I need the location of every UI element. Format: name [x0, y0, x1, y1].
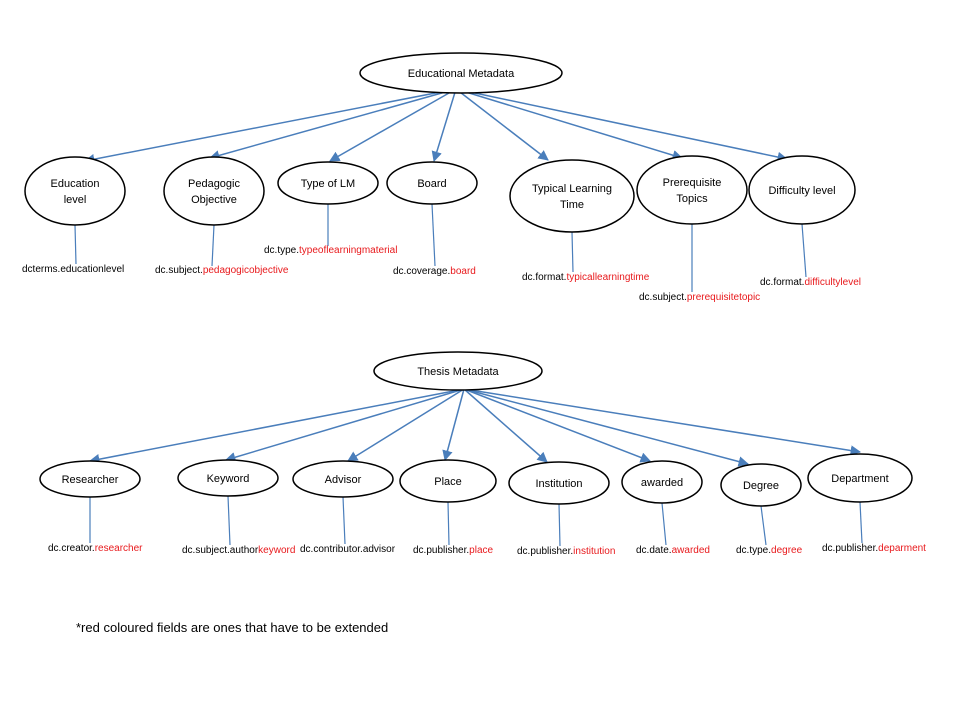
edge-type-of-lm	[329, 88, 457, 162]
connector-difficulty-level	[801, 223, 807, 278]
edge-awarded	[463, 388, 651, 463]
field-board: dc.coverage.board	[393, 266, 476, 277]
node-label-awarded: awarded	[641, 477, 683, 489]
edge-board	[431, 88, 457, 163]
educational-root-node	[359, 52, 563, 94]
node-department	[807, 453, 913, 503]
field-place: dc.publisher.place	[413, 545, 494, 556]
field-degree: dc.type.degree	[736, 545, 803, 556]
node-label-place: Place	[434, 476, 462, 488]
connector-institution	[558, 503, 561, 547]
node-label-researcher: Researcher	[62, 474, 119, 486]
node-researcher	[39, 460, 141, 498]
connector-awarded	[661, 502, 667, 546]
connector-education-level	[74, 224, 77, 265]
field-institution: dc.publisher.institution	[517, 546, 615, 557]
connector-pedagogic-objective	[211, 224, 215, 267]
node-label-type-of-lm: Type of LM	[301, 178, 355, 190]
edge-researcher	[88, 388, 465, 465]
edge-institution	[463, 388, 548, 463]
node-difficulty-level	[748, 155, 856, 225]
connector-typical-learning-time	[571, 231, 574, 273]
field-keyword: dc.subject.authorkeyword	[182, 545, 295, 556]
connector-keyword	[227, 495, 231, 546]
node-pedagogic-objective	[163, 156, 265, 226]
edge-advisor	[347, 388, 465, 462]
field-awarded: dc.date.awarded	[636, 545, 710, 556]
field-type-of-lm: dc.type.typeoflearningmaterial	[264, 245, 397, 256]
node-label-advisor: Advisor	[325, 474, 362, 486]
footnote: *red coloured fields are ones that have …	[76, 620, 389, 635]
thesis-root-label: Thesis Metadata	[417, 366, 499, 378]
edge-education-level	[83, 88, 457, 165]
field-department: dc.publisher.deparment	[822, 543, 926, 554]
node-typical-learning-time	[509, 159, 635, 233]
edge-department	[463, 388, 862, 456]
field-difficulty-level: dc.format.difficultylevel	[760, 277, 861, 288]
connector-department	[859, 501, 863, 544]
edge-prerequisite-topics	[455, 88, 684, 161]
node-type-of-lm	[277, 161, 379, 205]
node-institution	[508, 461, 610, 505]
edge-difficulty-level	[455, 88, 789, 163]
node-label-keyword: Keyword	[207, 473, 250, 485]
node-keyword	[177, 459, 279, 497]
connector-advisor	[342, 496, 346, 545]
node-awarded	[621, 460, 703, 504]
field-pedagogic-objective: dc.subject.pedagogicobjective	[155, 265, 289, 276]
educational-root-label: Educational Metadata	[408, 68, 515, 80]
thesis-root-node	[373, 351, 543, 391]
connector-board	[431, 203, 436, 267]
edge-place	[442, 388, 465, 462]
node-label-board: Board	[417, 178, 446, 190]
field-education-level: dcterms.educationlevel	[22, 264, 124, 275]
node-label-difficulty-level: Difficulty level	[768, 185, 835, 197]
node-label-department: Department	[831, 473, 888, 485]
node-place	[399, 459, 497, 503]
node-advisor	[292, 460, 394, 498]
field-researcher: dc.creator.researcher	[48, 543, 143, 554]
edge-typical-learning-time	[455, 88, 549, 161]
node-degree	[720, 463, 802, 507]
field-prerequisite-topics: dc.subject.prerequisitetopic	[639, 292, 760, 303]
field-advisor: dc.contributor.advisor	[300, 544, 396, 555]
connector-place	[447, 501, 450, 546]
node-prerequisite-topics	[636, 155, 748, 225]
node-board	[386, 161, 478, 205]
node-label-degree: Degree	[743, 480, 779, 492]
field-typical-learning-time: dc.format.typicallearningtime	[522, 272, 650, 283]
edge-pedagogic-objective	[208, 88, 457, 161]
node-education-level	[24, 156, 126, 226]
edge-keyword	[224, 388, 465, 463]
node-label-institution: Institution	[535, 478, 582, 490]
connector-degree	[760, 505, 767, 546]
edge-degree	[463, 388, 750, 467]
